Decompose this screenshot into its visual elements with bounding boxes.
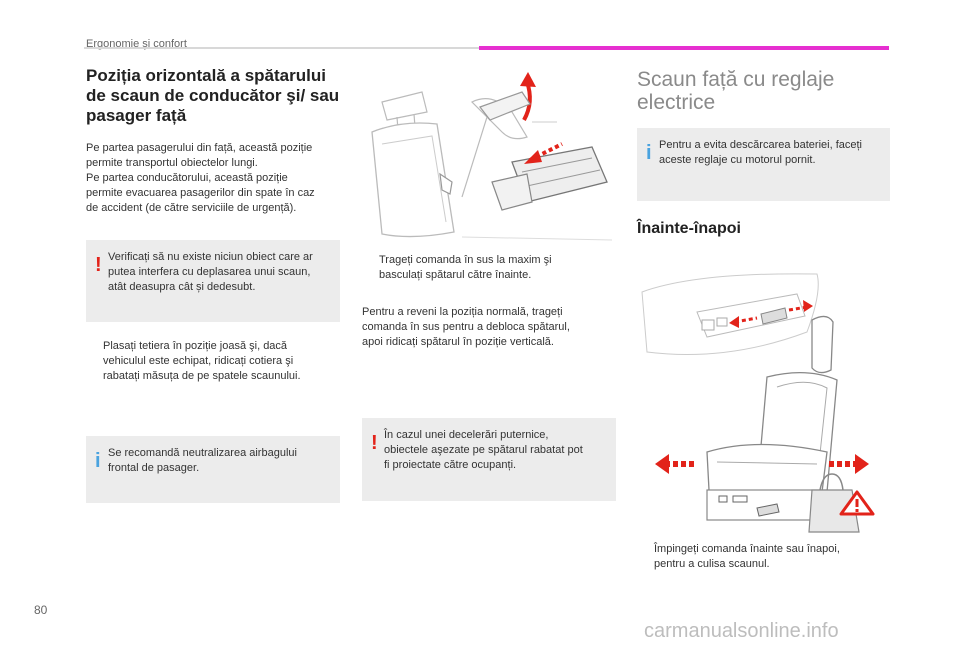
instruction-bullet: Împingeți comanda înainte sau înapoi, pe… [637,542,890,574]
intro-line: permite evacuarea pasagerilor din spate … [86,187,315,199]
warning-line: Verificați să nu existe niciun obiect ca… [108,251,313,263]
intro-paragraph: Pe partea pasagerului din față, această … [86,141,315,216]
warning-icon: ! [371,432,378,454]
paragraph-line: comanda în sus pentru a debloca spătarul… [362,321,570,333]
bullet-line: pentru a culisa scaunul. [654,558,770,570]
seat-folding-illustration [371,72,613,241]
info-line: frontal de pasager. [108,462,200,474]
header-rule-grey [84,47,479,49]
intro-line: permite transportul obiectelor lungi. [86,157,258,169]
bullet-line: Împingeți comanda înainte sau înapoi, [654,543,840,555]
bullet-line: vehiculul este echipat, ridicați cotiera… [103,355,294,367]
warning-line: atât deasupra cât și dedesubt. [108,281,256,293]
bullet-line: Plasați tetiera în poziție joasă şi, dac… [103,340,288,352]
intro-line: de accident (de către serviciile de urge… [86,202,297,214]
info-box: i Pentru a evita descărcarea bateriei, f… [637,128,890,201]
page-title: Poziția orizontală a spătarului de scaun… [86,66,340,125]
bullet-line: rabatați măsuța de pe spatele scaunului. [103,370,301,382]
seat-slide-illustration [641,273,875,533]
section-title: Scaun față cu reglaje electrice [637,68,834,114]
section-title-line: electrice [637,91,716,114]
warning-box: ! În cazul unei decelerări puternice, ob… [362,418,616,501]
warning-icon: ! [95,254,102,276]
info-icon: i [95,450,101,472]
info-line: Se recomandă neutralizarea airbagului [108,447,297,459]
bullet-line: basculați spătarul către înainte. [379,269,532,281]
warning-line: fi proiectate către ocupanți. [384,459,517,471]
return-paragraph: Pentru a reveni la poziția normală, trag… [362,305,617,350]
info-icon: i [646,142,652,164]
watermark: carmanualsonline.info [644,620,839,642]
warning-line: În cazul unei decelerări puternice, [384,429,549,441]
paragraph-line: apoi ridicați spătarul în poziție vertic… [362,336,554,348]
section-title-line: Scaun față cu reglaje [637,68,835,91]
info-line: aceste reglaje cu motorul pornit. [659,154,816,166]
instruction-bullet: Plasați tetiera în poziție joasă şi, dac… [86,339,346,389]
intro-line: Pe partea conducătorului, această poziți… [86,172,288,184]
info-line: Pentru a evita descărcarea bateriei, fac… [659,139,863,151]
info-box: i Se recomandă neutralizarea airbagului … [86,436,340,503]
page-number: 80 [34,603,48,617]
warning-line: putea interfera cu deplasarea unui scaun… [108,266,311,278]
warning-box: ! Verificați să nu existe niciun obiect … [86,240,340,322]
bullet-line: Trageți comanda în sus la maxim şi [379,254,552,266]
instruction-bullet: Trageți comanda în sus la maxim şi bascu… [362,253,617,285]
warning-line: obiectele aşezate pe spătarul rabatat po… [384,444,583,456]
header-rule-accent [479,46,889,50]
paragraph-line: Pentru a reveni la poziția normală, trag… [362,306,563,318]
intro-line: Pe partea pasagerului din față, această … [86,142,313,154]
subsection-title: Înainte-înapoi [637,220,741,237]
